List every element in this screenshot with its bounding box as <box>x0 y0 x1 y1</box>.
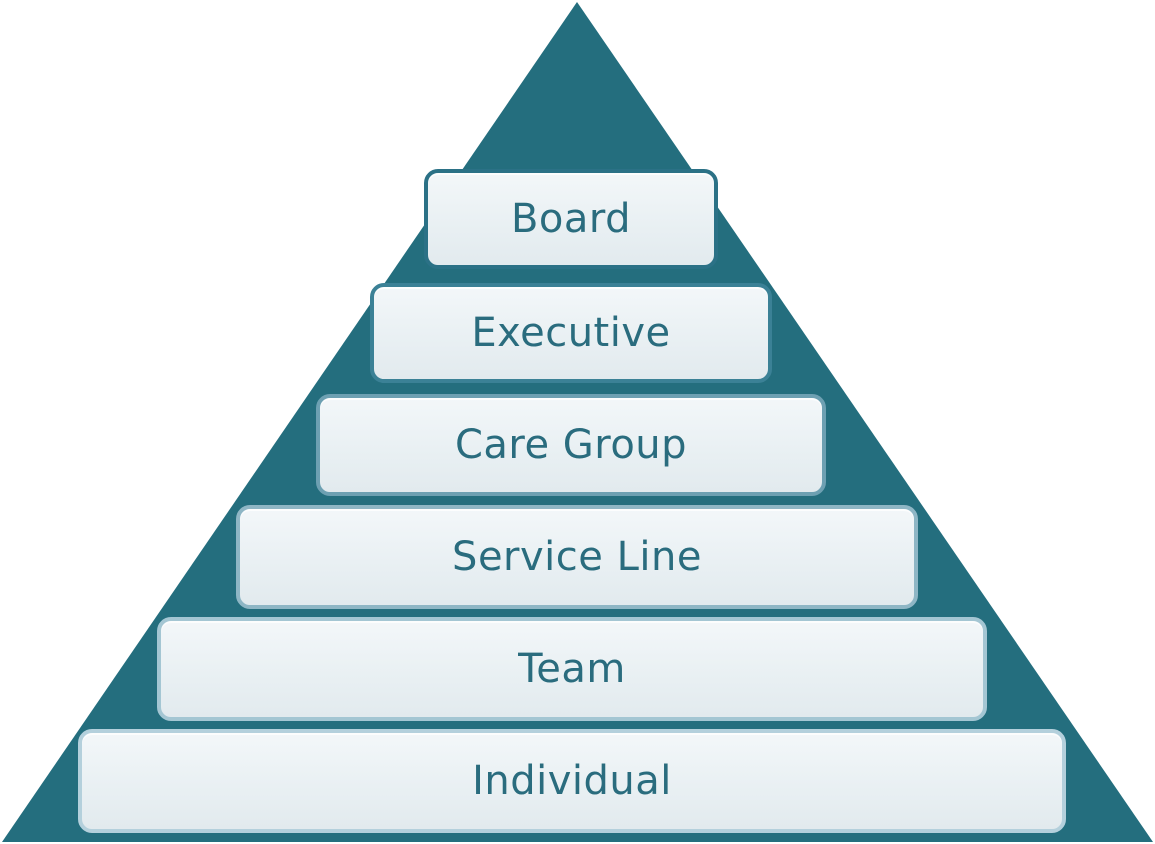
tier-executive: Executive <box>370 283 772 383</box>
tier-label: Individual <box>472 758 672 804</box>
tier-label: Executive <box>471 310 671 356</box>
tier-board: Board <box>424 169 718 269</box>
tier-label: Team <box>518 646 626 692</box>
tier-label: Service Line <box>452 534 702 580</box>
tier-service-line: Service Line <box>236 505 918 609</box>
tier-label: Board <box>510 196 632 242</box>
tier-team: Team <box>157 617 987 721</box>
tier-label: Care Group <box>454 422 688 468</box>
tier-care-group: Care Group <box>316 394 826 496</box>
tier-individual: Individual <box>78 729 1066 833</box>
